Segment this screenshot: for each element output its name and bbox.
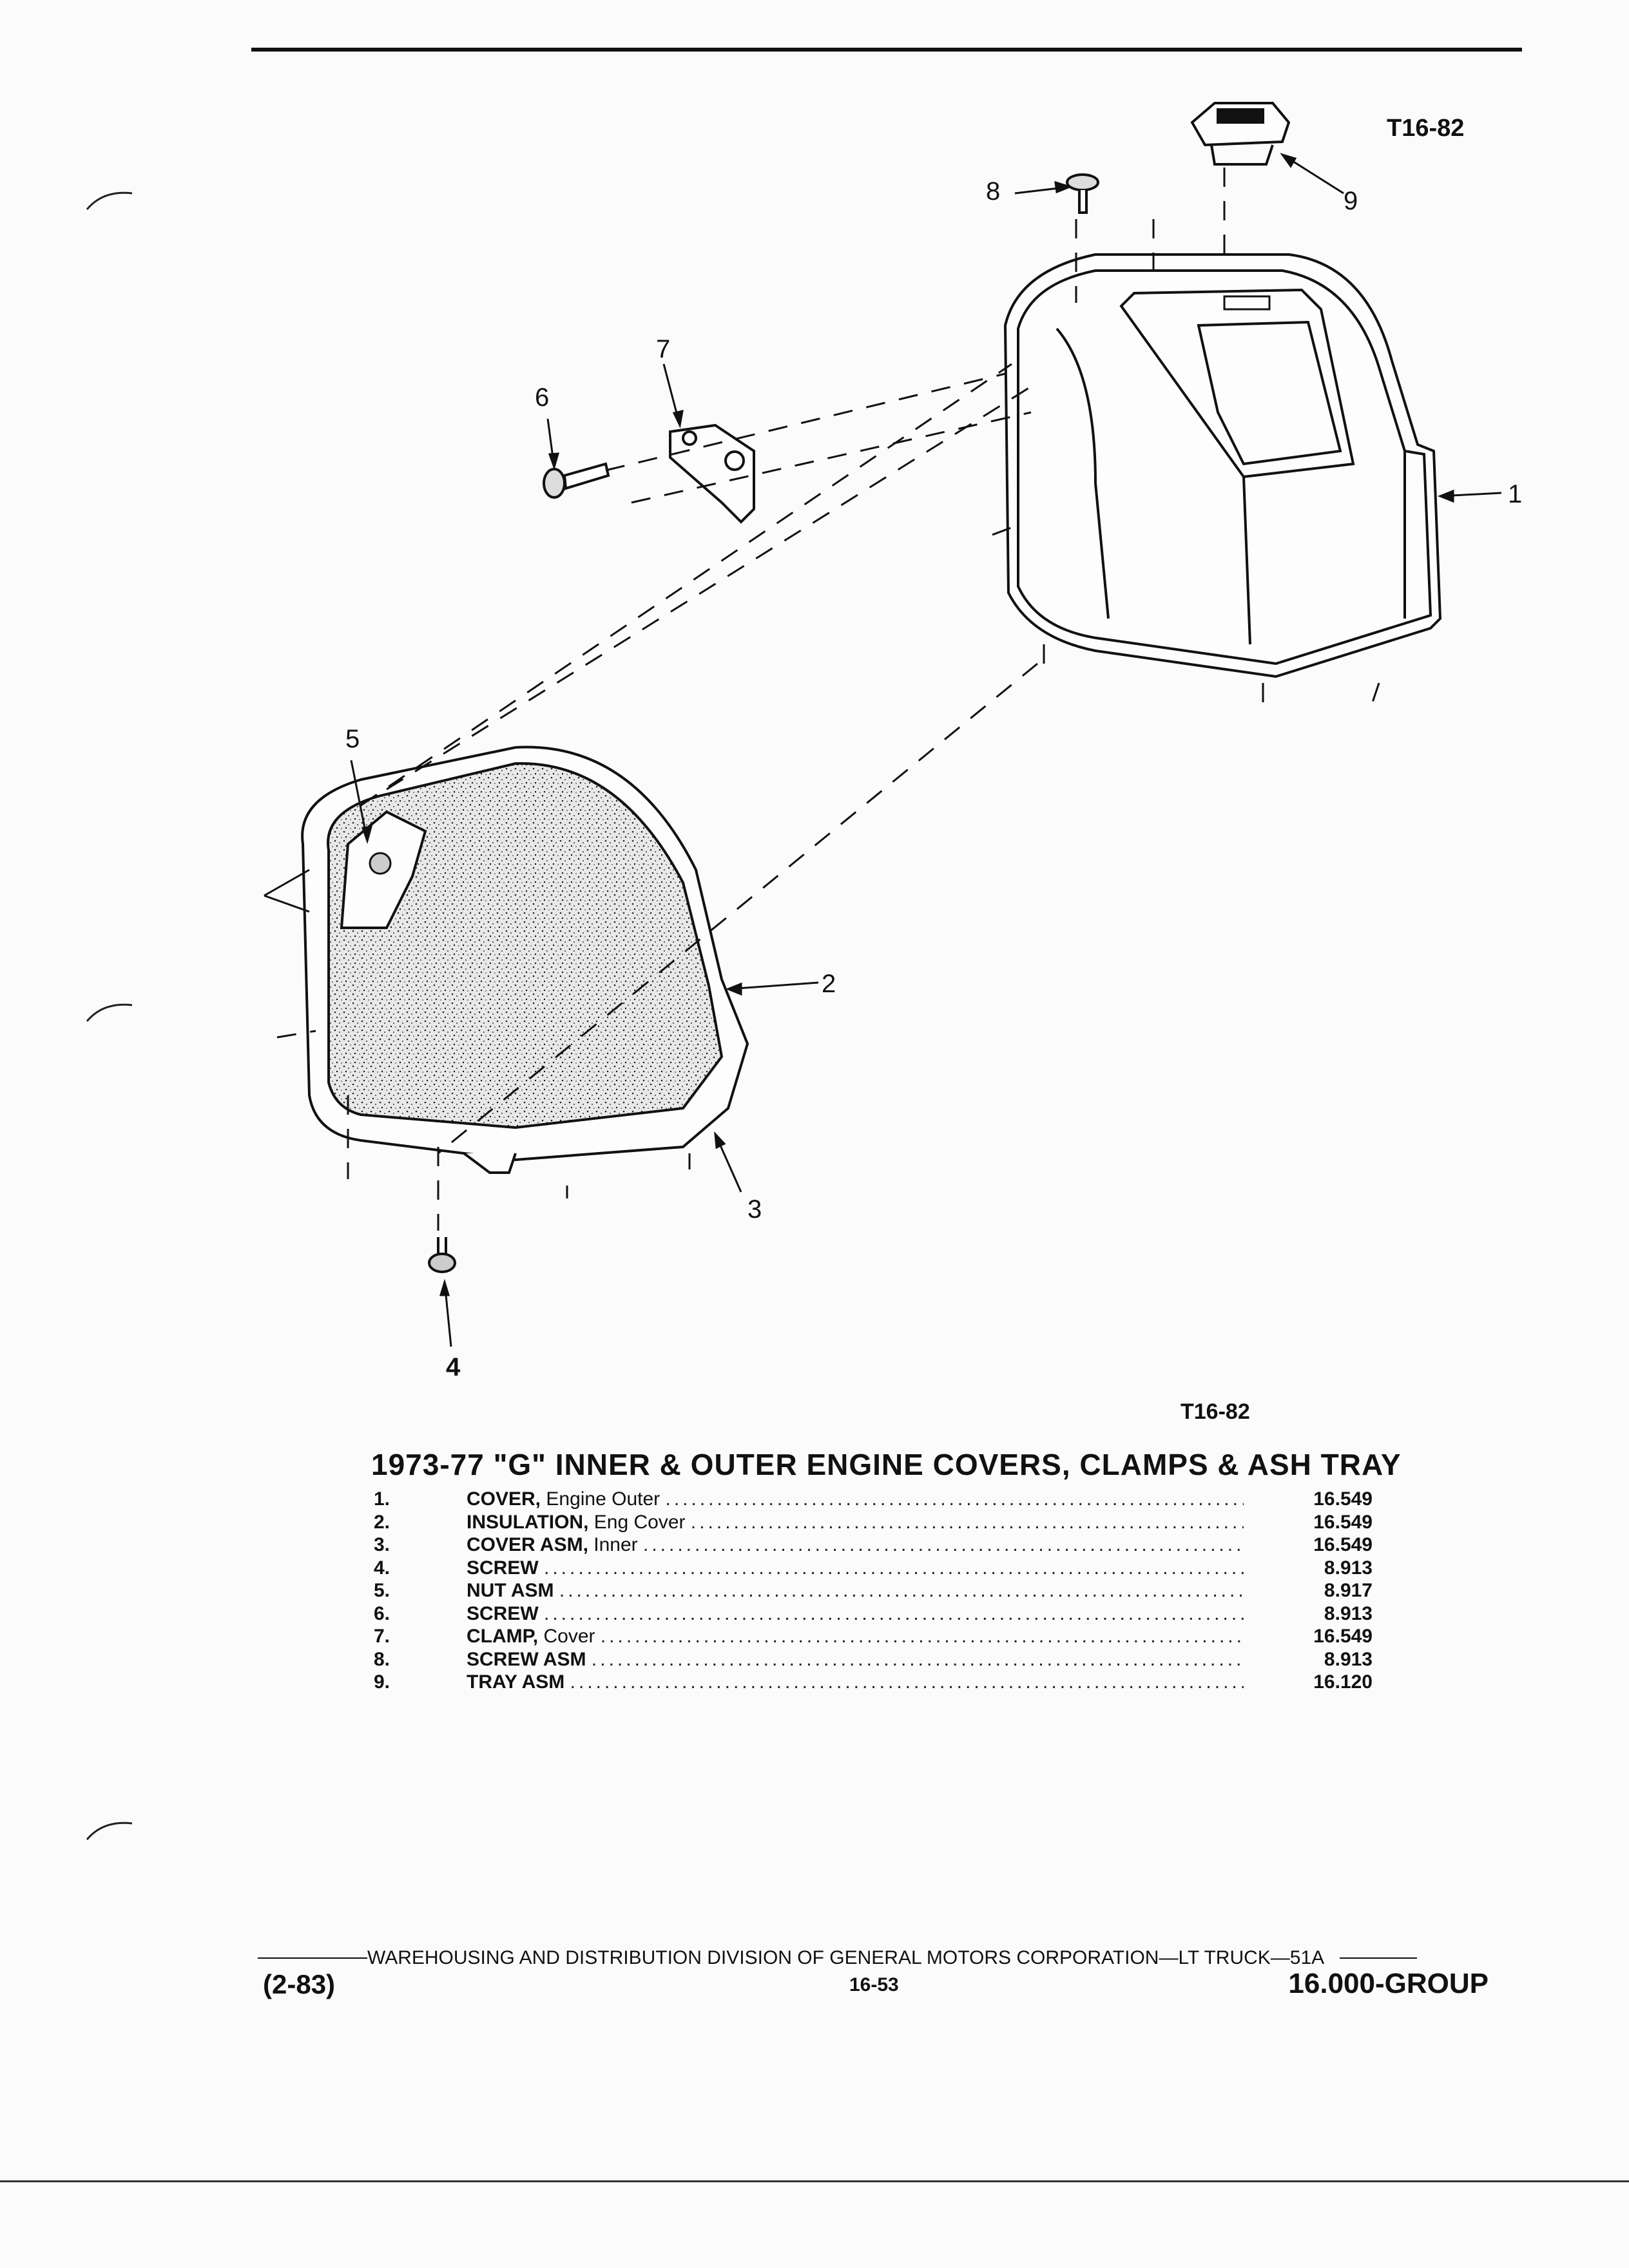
parts-list: 1. COVER, Engine Outer .................… xyxy=(374,1488,1373,1695)
bottom-rule xyxy=(0,2180,1629,2182)
cover-clamp xyxy=(669,423,755,524)
screw-asm xyxy=(1066,173,1099,214)
footer-date: (2-83) xyxy=(263,1969,336,1999)
part-group-number: 16.549 xyxy=(1313,1534,1373,1555)
part-group-number: 16.120 xyxy=(1313,1671,1373,1693)
part-group-number: 16.549 xyxy=(1313,1488,1373,1510)
callout-3: 3 xyxy=(747,1195,762,1224)
part-description: NUT ASM ................................… xyxy=(467,1580,1244,1602)
punch-hole-mark-top xyxy=(86,191,133,210)
part-name: CLAMP, xyxy=(467,1626,539,1647)
callout-2: 2 xyxy=(822,970,836,998)
punch-hole-mark-bottom xyxy=(86,1821,133,1840)
leader-dots: ........................................… xyxy=(570,1671,1244,1693)
leader-dots: ........................................… xyxy=(559,1580,1244,1601)
punch-hole-mark-middle xyxy=(86,1003,133,1022)
part-name: TRAY ASM xyxy=(467,1671,565,1693)
part-description: TRAY ASM ...............................… xyxy=(467,1671,1244,1693)
parts-list-title: 1973-77 "G" INNER & OUTER ENGINE COVERS,… xyxy=(371,1448,1402,1481)
part-detail: Inner xyxy=(593,1534,638,1555)
parts-list-row: 2. INSULATION, Eng Cover ...............… xyxy=(374,1512,1373,1535)
part-detail: Engine Outer xyxy=(546,1488,660,1510)
assembly-lines xyxy=(276,168,1380,1231)
footer-rule-left xyxy=(258,1957,367,1959)
part-description: COVER ASM, Inner .......................… xyxy=(467,1534,1244,1556)
parts-list-row: 9. TRAY ASM ............................… xyxy=(374,1671,1373,1695)
part-detail: Eng Cover xyxy=(593,1511,686,1533)
part-group-number: 16.549 xyxy=(1313,1511,1373,1533)
header-rule xyxy=(251,48,1522,52)
footer-organization: WAREHOUSING AND DISTRIBUTION DIVISION OF… xyxy=(367,1947,1325,1968)
part-group-number: 8.917 xyxy=(1324,1580,1373,1601)
part-name: COVER, xyxy=(467,1488,541,1510)
part-group-number: 8.913 xyxy=(1324,1602,1373,1624)
parts-list-row: 8. SCREW ASM ...........................… xyxy=(374,1649,1373,1672)
part-description: CLAMP, Cover ...........................… xyxy=(467,1626,1244,1648)
figure-code-top: T16-82 xyxy=(1387,115,1465,142)
outer-engine-cover xyxy=(1003,253,1442,678)
part-name: COVER ASM, xyxy=(467,1534,588,1555)
part-group-number: 8.913 xyxy=(1324,1557,1373,1579)
part-group-number: 16.549 xyxy=(1313,1626,1373,1647)
parts-list-row: 4. SCREW ...............................… xyxy=(374,1557,1373,1581)
parts-list-row: 6. SCREW ...............................… xyxy=(374,1603,1373,1626)
footer-page-number: 16-53 xyxy=(849,1974,899,1995)
footer-organization-line: WAREHOUSING AND DISTRIBUTION DIVISION OF… xyxy=(258,1947,1482,1969)
part-group-number: 8.913 xyxy=(1324,1648,1373,1670)
part-detail: Cover xyxy=(543,1626,595,1647)
leader-dots: ........................................… xyxy=(544,1557,1244,1579)
leader-dots: ........................................… xyxy=(642,1534,1244,1555)
leader-dots: ........................................… xyxy=(544,1602,1244,1624)
part-description: SCREW ..................................… xyxy=(467,1603,1244,1625)
callout-5: 5 xyxy=(345,725,360,753)
parts-list-row: 5. NUT ASM .............................… xyxy=(374,1580,1373,1603)
part-number: 7. xyxy=(374,1626,390,1647)
part-name: SCREW xyxy=(467,1557,539,1579)
screw-part-4 xyxy=(428,1237,456,1273)
part-description: COVER, Engine Outer ....................… xyxy=(467,1488,1244,1510)
part-name: SCREW ASM xyxy=(467,1648,586,1670)
callout-8: 8 xyxy=(986,177,1000,206)
part-number: 2. xyxy=(374,1511,390,1533)
part-number: 4. xyxy=(374,1557,390,1579)
ash-tray xyxy=(1190,102,1291,166)
callout-9: 9 xyxy=(1344,187,1358,215)
screw-part-6 xyxy=(543,462,610,499)
inner-engine-cover xyxy=(301,745,749,1174)
nut-asm xyxy=(369,852,392,875)
leader-dots: ........................................… xyxy=(591,1648,1244,1670)
part-number: 5. xyxy=(374,1580,390,1601)
exploded-parts-diagram: 1 2 3 4 5 6 7 8 9 xyxy=(264,102,1522,1381)
parts-list-row: 7. CLAMP, Cover ........................… xyxy=(374,1626,1373,1649)
part-name: NUT ASM xyxy=(467,1580,554,1601)
leader-dots: ........................................… xyxy=(600,1626,1244,1647)
parts-list-row: 1. COVER, Engine Outer .................… xyxy=(374,1488,1373,1512)
parts-list-row: 3. COVER ASM, Inner ....................… xyxy=(374,1534,1373,1557)
callout-4: 4 xyxy=(446,1353,461,1381)
part-description: SCREW ..................................… xyxy=(467,1557,1244,1579)
part-name: SCREW xyxy=(467,1602,539,1624)
part-name: INSULATION, xyxy=(467,1511,589,1533)
part-number: 3. xyxy=(374,1534,390,1555)
part-number: 1. xyxy=(374,1488,390,1510)
callout-leaders xyxy=(264,153,1502,1347)
footer-group: 16.000-GROUP xyxy=(1288,1968,1489,1999)
leader-dots: ........................................… xyxy=(665,1488,1244,1510)
part-number: 9. xyxy=(374,1671,390,1693)
part-description: INSULATION, Eng Cover ..................… xyxy=(467,1512,1244,1533)
callout-6: 6 xyxy=(535,383,549,412)
part-number: 6. xyxy=(374,1602,390,1624)
footer-rule-right xyxy=(1340,1957,1418,1959)
part-number: 8. xyxy=(374,1648,390,1670)
figure-code-bottom: T16-82 xyxy=(1181,1399,1250,1424)
part-description: SCREW ASM ..............................… xyxy=(467,1649,1244,1671)
callout-7: 7 xyxy=(656,335,670,363)
callout-1: 1 xyxy=(1508,480,1522,508)
leader-dots: ........................................… xyxy=(690,1511,1244,1533)
